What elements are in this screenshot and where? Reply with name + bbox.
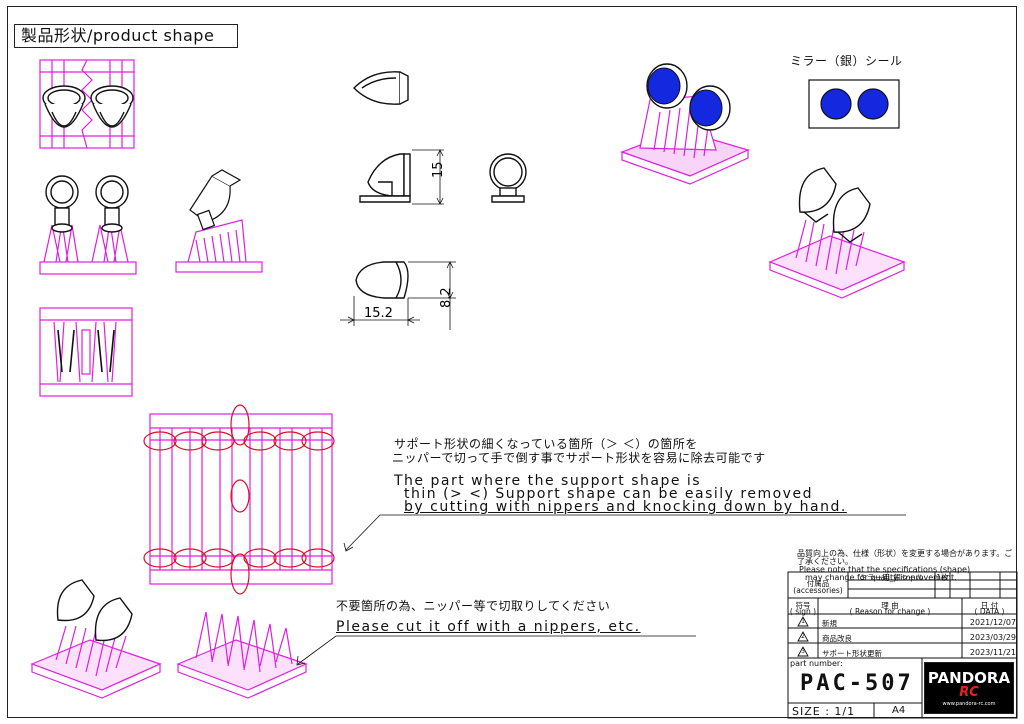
- iso-render-mirrors: [620, 63, 750, 185]
- accessories-label-jp: 付属品: [806, 579, 830, 588]
- dim-width-8-2: [408, 261, 456, 330]
- size-scale: SIZE : 1/1: [792, 705, 856, 718]
- note-support-en-2: thin (> <) Support shape can be easily r…: [404, 486, 813, 502]
- accessory-qty: 1枚: [936, 573, 949, 582]
- sprue-flat: [39, 307, 133, 397]
- date-header-jp: 日 付: [980, 601, 999, 610]
- reason-header-en: ( Reason for change ): [849, 607, 931, 616]
- date-header-en: ( DATA ): [974, 607, 1005, 616]
- title-block-grid: [787, 571, 1018, 719]
- pandora-rc-logo: PANDORA RC www.pandora-rc.com: [924, 662, 1014, 714]
- view-top: [353, 71, 409, 105]
- dim-text-8-2: 8.2: [439, 287, 454, 308]
- callout-leader-1: [343, 514, 906, 552]
- iso-render-lights: [768, 167, 906, 299]
- logo-main: PANDORA: [927, 669, 1011, 687]
- reason-header-jp: 理 由: [881, 601, 899, 610]
- mirror-seal: [808, 79, 900, 129]
- light-pair-front: [42, 85, 134, 128]
- view-front-ring: [489, 153, 527, 203]
- notice-jp: 品質向上の為、仕様（形状）を変更する場合があります。ご了承ください。: [797, 549, 1013, 566]
- view-bottom: [355, 261, 409, 299]
- sign-header-jp: 符号: [795, 601, 811, 610]
- title-block: 付属品 (accessories) ミラー用_銀シール 1枚 符号 ( sign…: [788, 572, 1017, 718]
- revision-sign: 1: [801, 618, 805, 625]
- support-diagram: [149, 413, 333, 585]
- revision-reason: 新規: [822, 619, 837, 628]
- dim-text-15: 15: [431, 161, 446, 178]
- dim-length-15-2: [340, 296, 420, 326]
- sign-header-en: ( sign ): [789, 607, 817, 616]
- iso-render-bottom-support: [176, 611, 308, 699]
- revision-sign: 2: [801, 633, 805, 640]
- sheet-title: 製品形状/product shape: [14, 24, 238, 48]
- accessory-item: ミラー用_銀シール: [859, 573, 924, 582]
- note-support-en-3: by cutting with nippers and knocking dow…: [404, 499, 847, 515]
- sheet-border: [7, 6, 1017, 718]
- accessories-label-en: (accessories): [793, 586, 843, 595]
- note-support-jp-1: サポート形状の細くなっている箇所（＞ ＜）の箇所を: [394, 437, 698, 451]
- iso-render-bottom-lights: [30, 579, 162, 699]
- revision-reason: サポート形状更新: [822, 649, 882, 658]
- callout-leader-2: [296, 635, 696, 666]
- light-tilted-support: [175, 169, 263, 273]
- note-support-en-1: The part where the support shape is: [394, 473, 702, 489]
- revision-sign: 3: [801, 648, 805, 655]
- revision-date: 2021/12/07: [969, 618, 1016, 627]
- logo-sub: RC: [959, 685, 979, 700]
- dim-text-15-2: 15.2: [364, 306, 393, 321]
- notice-en-2: may change for quality improvement.: [805, 573, 957, 582]
- logo-url: www.pandora-rc.com: [942, 701, 996, 707]
- part-number: PAC-507: [800, 671, 914, 696]
- revision-triangles: [797, 616, 809, 657]
- sprue-flat-marks: [57, 329, 115, 373]
- mirror-seal-label: ミラー（銀）シール: [790, 54, 903, 68]
- note-support-jp-2: ニッパーで切って手で倒す事でサポート形状を容易に除去可能です: [392, 451, 766, 465]
- note-cut-jp: 不要箇所の為、ニッパー等で切取りしてください: [336, 599, 611, 613]
- revision-date: 2023/11/21: [969, 648, 1016, 657]
- paper-size: A4: [892, 705, 906, 716]
- part-number-label: part number:: [790, 659, 843, 668]
- dim-height-15: [412, 149, 444, 205]
- spec-change-notice: 品質向上の為、仕様（形状）を変更する場合があります。ご了承ください。 Pleas…: [797, 550, 1017, 582]
- revision-date: 2023/03/29: [969, 633, 1016, 642]
- support-callouts: [143, 404, 335, 595]
- notice-en-1: Please note that the specifications (sha…: [799, 565, 971, 574]
- revision-reason: 商品改良: [822, 634, 852, 643]
- view-side: [359, 153, 411, 203]
- light-pair-side: [39, 175, 137, 275]
- note-cut-en: Please cut it off with a nippers, etc.: [336, 619, 641, 635]
